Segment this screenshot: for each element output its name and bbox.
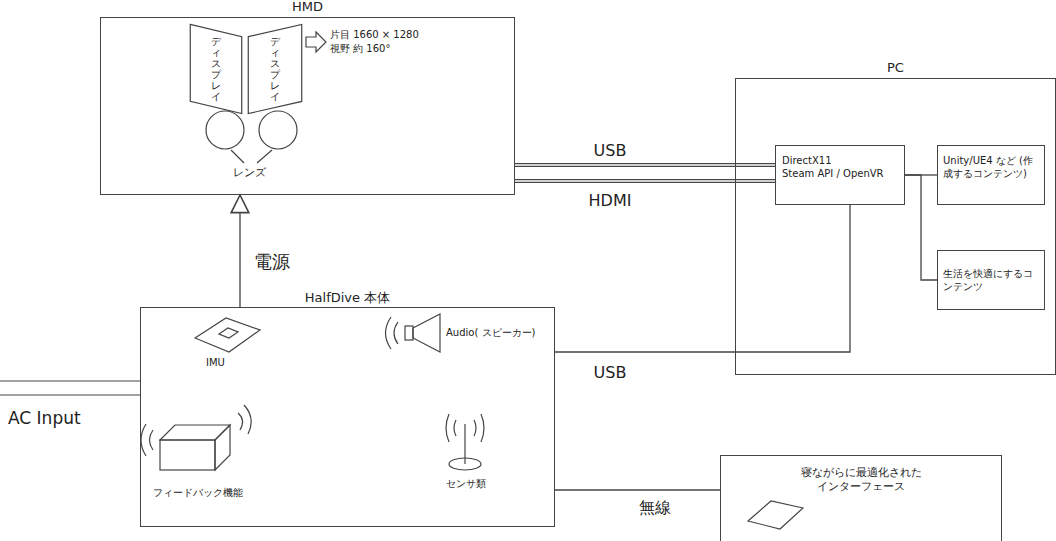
- lens: [206, 111, 244, 149]
- speaker-magnet: [405, 326, 413, 340]
- leader-line: [257, 150, 272, 163]
- node-text: 寝ながらに最適化された インターフェース: [781, 466, 941, 495]
- connector: [515, 163, 775, 167]
- vibration-wave: [238, 413, 243, 430]
- connector: [515, 179, 775, 183]
- node-body: 生活を快適にするコンテンツ: [938, 251, 1044, 309]
- signal-wave: [481, 414, 484, 442]
- node-body: 寝ながらに最適化された インターフェース: [721, 456, 1001, 541]
- cable-core: [515, 180, 775, 182]
- spec-text: 片目 1660 × 1280: [330, 29, 419, 41]
- pc-box: DirectX11Steam API / OpenVR Unity/UE4 など …: [735, 78, 1056, 375]
- vibration-wave: [150, 430, 154, 450]
- feedback-unit: [160, 425, 230, 440]
- display-panel: ディスプレイ: [248, 24, 302, 114]
- spec-text: 視野 約 160°: [330, 43, 390, 55]
- node-heading: HalfDive 本体: [141, 289, 554, 307]
- part-name: センサ類: [446, 478, 486, 490]
- node-heading: PC: [736, 60, 1055, 75]
- cable-core: [515, 164, 775, 166]
- part-name: レンズ: [233, 166, 266, 179]
- api-box: DirectX11Steam API / OpenVR: [775, 145, 905, 205]
- interface-box: 寝ながらに最適化された インターフェース: [720, 455, 1002, 541]
- connector-label: USB: [591, 363, 630, 382]
- input-label: AC Input: [8, 408, 81, 428]
- part-name: Audio( スピーカー): [446, 327, 535, 339]
- panel-outline: [248, 24, 301, 113]
- node-body: DirectX11Steam API / OpenVR: [776, 146, 904, 204]
- content-box: Unity/UE4 など (作成するコンテンツ): [937, 145, 1045, 205]
- hollow-arrow: [306, 32, 326, 52]
- sound-wave: [394, 322, 398, 344]
- lens: [259, 111, 297, 149]
- connector-label: HDMI: [586, 191, 635, 210]
- connector: [239, 195, 240, 307]
- device-box: ディスプレイディスプレイHMD: [100, 17, 515, 195]
- panel-outline: [190, 24, 241, 113]
- imu-board: [195, 318, 260, 352]
- node-body: Unity/UE4 など (作成するコンテンツ): [938, 146, 1044, 204]
- content-box: 生活を快適にするコンテンツ: [937, 250, 1045, 310]
- part-name: フィードバック機能: [153, 487, 243, 499]
- part-name: IMU: [206, 357, 225, 369]
- node-body: ディスプレイ: [248, 24, 302, 114]
- vibration-wave: [244, 405, 251, 434]
- vertical-label: ディスプレイ: [211, 36, 221, 102]
- connector: [555, 489, 720, 490]
- connector: [905, 175, 937, 280]
- display-panel: ディスプレイ: [190, 24, 242, 114]
- speaker-cone: [413, 314, 440, 352]
- feedback-unit: [160, 440, 215, 470]
- sensor-antenna: [464, 424, 465, 464]
- node-heading: HMD: [101, 0, 514, 14]
- signal-wave: [454, 420, 456, 436]
- node-text: Steam API / OpenVR: [782, 167, 884, 180]
- node-text: 生活を快適にするコンテンツ: [943, 267, 1039, 293]
- signal-wave: [446, 414, 449, 442]
- connector: [555, 205, 850, 352]
- signal-wave: [474, 420, 476, 436]
- imu-chip: [219, 328, 238, 338]
- power-wire: [0, 394, 140, 395]
- connector-label: 電源: [251, 251, 293, 273]
- connector-label: 無線: [636, 498, 674, 517]
- feedback-unit: [215, 425, 230, 470]
- sound-wave: [386, 317, 392, 349]
- leader-line: [231, 150, 244, 163]
- pad-icon: [748, 501, 803, 529]
- power-wire: [0, 380, 140, 381]
- vertical-label: ディスプレイ: [270, 36, 280, 102]
- node-body: ディスプレイ: [190, 24, 242, 114]
- connector-label: USB: [591, 141, 630, 160]
- vibration-wave: [141, 424, 146, 456]
- node-text: DirectX11: [782, 154, 832, 167]
- node-text: Unity/UE4 など (作成するコンテンツ): [943, 154, 1039, 180]
